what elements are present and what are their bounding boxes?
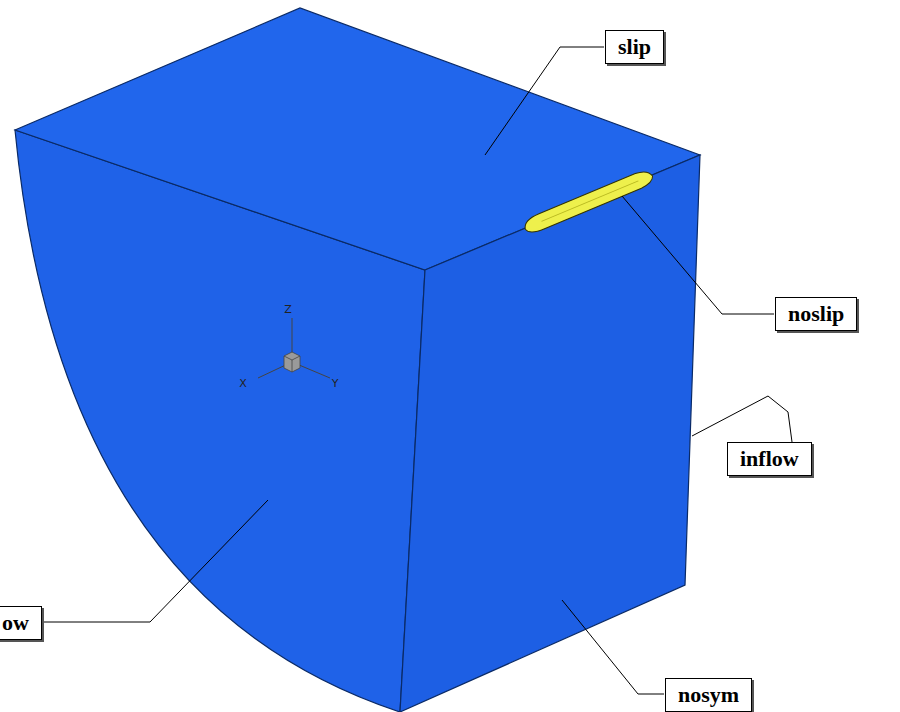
axis-label: Z bbox=[284, 304, 292, 316]
boundary-label: slip bbox=[605, 30, 664, 64]
hull bbox=[522, 168, 655, 236]
boundary-label: noslip bbox=[775, 297, 857, 331]
axis-triad bbox=[258, 318, 330, 378]
axis-label: X bbox=[239, 378, 247, 390]
boundary-label: ow bbox=[0, 606, 42, 640]
nosym-face bbox=[400, 155, 700, 712]
boundary-label: nosym bbox=[665, 678, 752, 712]
leader-lines bbox=[42, 47, 792, 694]
boundary-label: inflow bbox=[727, 442, 812, 476]
axis-label: Y bbox=[332, 378, 339, 390]
